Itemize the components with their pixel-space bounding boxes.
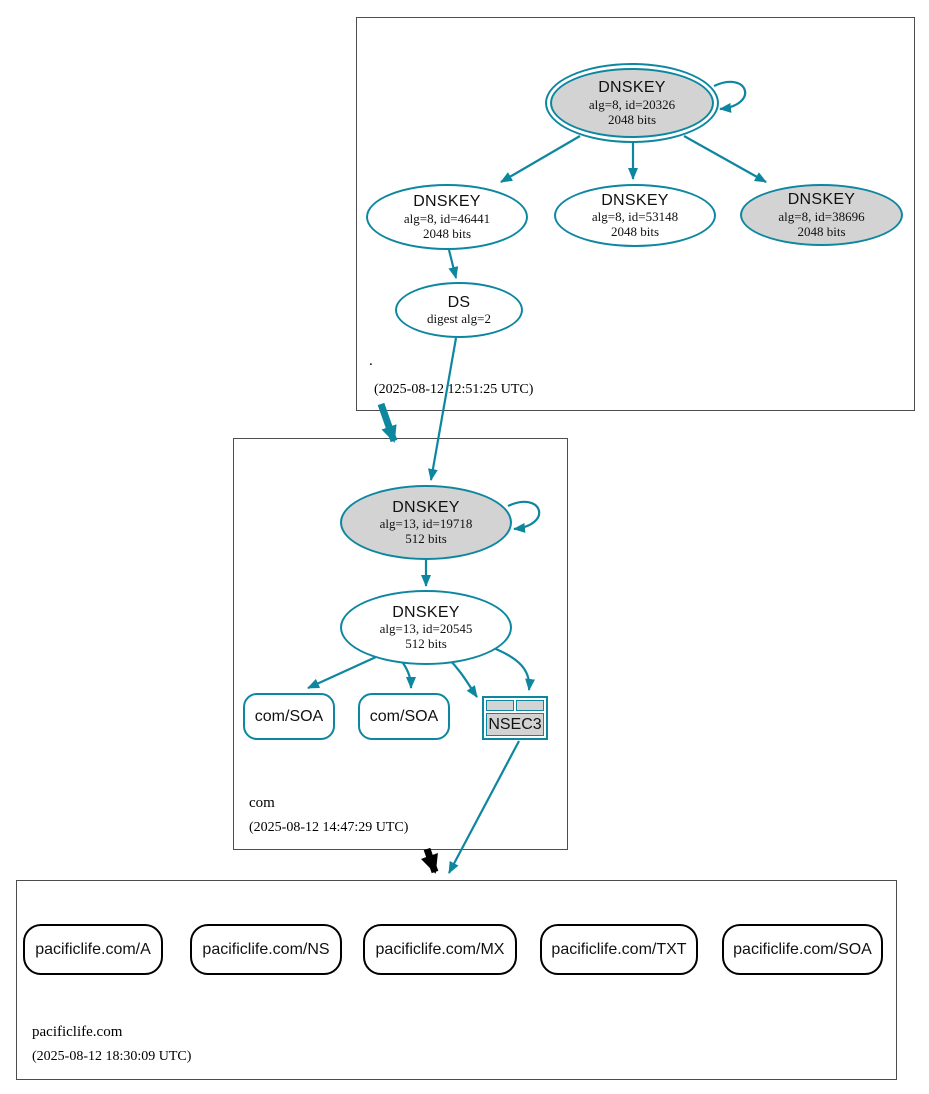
com-soa-node-2[interactable]: com/SOA: [358, 693, 450, 740]
node-bits: 2048 bits: [610, 224, 660, 240]
node-bits: 512 bits: [405, 636, 447, 652]
node-title: DS: [447, 293, 471, 311]
nsec3-node[interactable]: NSEC3: [482, 696, 548, 740]
rrset-label: pacificlife.com/TXT: [551, 940, 687, 958]
zone-name-root: .: [369, 353, 373, 369]
node-alg: alg=8, id=38696: [778, 208, 865, 224]
node-bits: 2048 bits: [797, 223, 846, 239]
rrset-node-pacificlife-ns[interactable]: pacificlife.com/NS: [190, 924, 342, 975]
node-alg: alg=8, id=20326: [588, 96, 676, 112]
node-alg: alg=8, id=53148: [591, 209, 679, 225]
root-ds-node[interactable]: DS digest alg=2: [395, 282, 523, 338]
rrset-node-pacificlife-txt[interactable]: pacificlife.com/TXT: [540, 924, 698, 975]
edge-com-delegation-to-pacificlife-insecure: [420, 847, 439, 874]
rrset-label: com/SOA: [254, 707, 324, 725]
node-title: DNSKEY: [601, 191, 669, 209]
com-soa-node-1[interactable]: com/SOA: [243, 693, 335, 740]
node-bits: 2048 bits: [422, 225, 472, 241]
root-ksk-dnskey-inner: DNSKEY alg=8, id=20326 2048 bits: [550, 68, 714, 138]
rrset-label: pacificlife.com/SOA: [733, 940, 872, 958]
zone-timestamp-com: (2025-08-12 14:47:29 UTC): [249, 820, 409, 835]
node-title: DNSKEY: [392, 603, 460, 621]
root-zsk38696-dnskey-node[interactable]: DNSKEY alg=8, id=38696 2048 bits: [740, 184, 903, 246]
rrset-label: pacificlife.com/A: [35, 940, 151, 958]
rrset-label: com/SOA: [369, 707, 439, 725]
node-title: DNSKEY: [413, 193, 481, 211]
zone-box-com: [233, 438, 568, 850]
root-zsk53148-dnskey-node[interactable]: DNSKEY alg=8, id=53148 2048 bits: [554, 184, 716, 247]
nsec3-rrsig-cells: [486, 700, 544, 711]
zone-name-pacificlife: pacificlife.com: [32, 1024, 123, 1040]
node-alg: digest alg=2: [426, 311, 492, 327]
zone-box-pacificlife: [16, 880, 897, 1080]
node-bits: 512 bits: [405, 531, 447, 547]
com-ksk-dnskey-node[interactable]: DNSKEY alg=13, id=19718 512 bits: [340, 485, 512, 560]
nsec3-rrsig-cell-right: [516, 700, 544, 711]
nsec3-label: NSEC3: [486, 713, 544, 736]
com-zsk-dnskey-node[interactable]: DNSKEY alg=13, id=20545 512 bits: [340, 590, 512, 665]
root-zsk46441-dnskey-node[interactable]: DNSKEY alg=8, id=46441 2048 bits: [366, 184, 528, 250]
nsec3-rrsig-cell-left: [486, 700, 514, 711]
zone-timestamp-pacificlife: (2025-08-12 18:30:09 UTC): [32, 1049, 192, 1064]
rrset-label: pacificlife.com/MX: [375, 940, 505, 958]
rrset-node-pacificlife-soa[interactable]: pacificlife.com/SOA: [722, 924, 883, 975]
rrset-node-pacificlife-a[interactable]: pacificlife.com/A: [23, 924, 163, 975]
node-title: DNSKEY: [598, 79, 666, 97]
node-alg: alg=8, id=46441: [403, 210, 491, 226]
node-title: DNSKEY: [392, 498, 460, 516]
node-bits: 2048 bits: [607, 111, 657, 127]
zone-box-root: [356, 17, 915, 411]
node-alg: alg=13, id=20545: [379, 621, 473, 637]
root-ksk-dnskey-node[interactable]: DNSKEY alg=8, id=20326 2048 bits: [545, 63, 719, 143]
node-title: DNSKEY: [787, 191, 856, 209]
zone-name-com: com: [249, 795, 275, 811]
rrset-label: pacificlife.com/NS: [202, 940, 330, 958]
zone-timestamp-root: (2025-08-12 12:51:25 UTC): [374, 382, 534, 397]
node-alg: alg=13, id=19718: [379, 516, 473, 532]
rrset-node-pacificlife-mx[interactable]: pacificlife.com/MX: [363, 924, 517, 975]
